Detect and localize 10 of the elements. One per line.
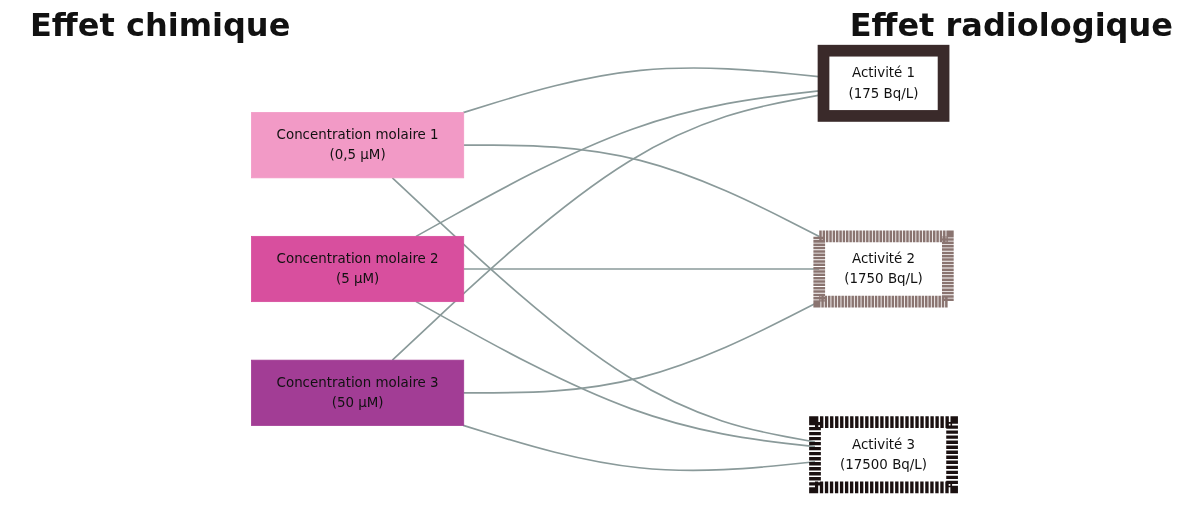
node-box: Concentration molaire 2 (5 µM) [250, 235, 464, 303]
node-box: Concentration molaire 3 (50 µM) [250, 359, 464, 426]
node-box: Activité 1 (175 Bq/L) [817, 44, 950, 122]
node-box: Activité 2 (1750 Bq/L) [813, 230, 954, 308]
node-box: Activité 3 (17500 Bq/L) [808, 416, 958, 494]
connector [462, 144, 820, 238]
column-heading: Effet chimique [30, 6, 291, 44]
connector [462, 268, 820, 270]
column-heading: Effet radiologique [849, 6, 1173, 44]
node-box: Concentration molaire 1 (0,5 µM) [250, 112, 464, 179]
